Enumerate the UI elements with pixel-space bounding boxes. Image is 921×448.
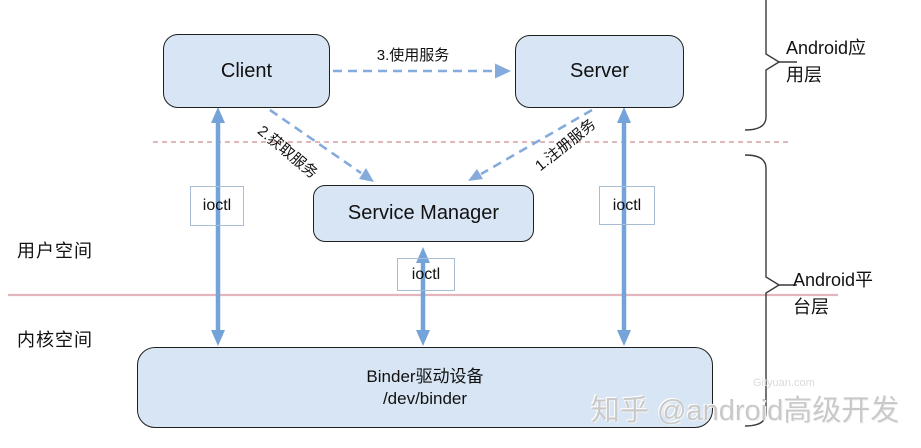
server-binder-arrow: [617, 107, 631, 346]
user-space-label: 用户空间: [17, 241, 93, 261]
ioctl-badge-servicemanager: ioctl: [397, 258, 455, 291]
binder-driver-path: /dev/binder: [382, 388, 468, 408]
get-service-arrow: [269, 108, 374, 182]
gityuan-watermark: Gityuan.com: [753, 377, 815, 389]
ioctl-badge-client-label: ioctl: [202, 197, 232, 214]
client-node: Client: [163, 34, 330, 108]
use-service-label: 3.使用服务: [376, 47, 450, 64]
ioctl-badge-servicemanager-label: ioctl: [411, 265, 441, 283]
zhihu-watermark: 知乎 @android高级开发: [591, 395, 900, 427]
service-manager-node-label: Service Manager: [347, 202, 500, 224]
client-binder-arrow: [211, 107, 225, 346]
ioctl-badge-server-label: ioctl: [612, 196, 642, 214]
client-node-label: Client: [220, 59, 273, 82]
service-manager-node: Service Manager: [313, 185, 534, 242]
use-service-arrow: [333, 63, 511, 79]
binder-driver-node: Binder驱动设备 /dev/binder: [137, 347, 713, 428]
android-platform-layer-label: Android平台层: [793, 270, 874, 317]
servicemanager-binder-arrow: [416, 247, 430, 346]
server-node: Server: [515, 35, 684, 108]
binder-driver-title: Binder驱动设备: [366, 366, 484, 386]
register-service-arrow: [468, 108, 593, 181]
kernel-space-label: 内核空间: [17, 330, 93, 350]
android-app-layer-label: Android应用层: [786, 38, 867, 85]
platform-layer-brace: [744, 154, 797, 427]
server-node-label: Server: [570, 60, 629, 82]
ioctl-badge-client: ioctl: [190, 186, 244, 226]
ioctl-badge-server: ioctl: [599, 186, 655, 225]
app-layer-brace: [744, 0, 797, 131]
